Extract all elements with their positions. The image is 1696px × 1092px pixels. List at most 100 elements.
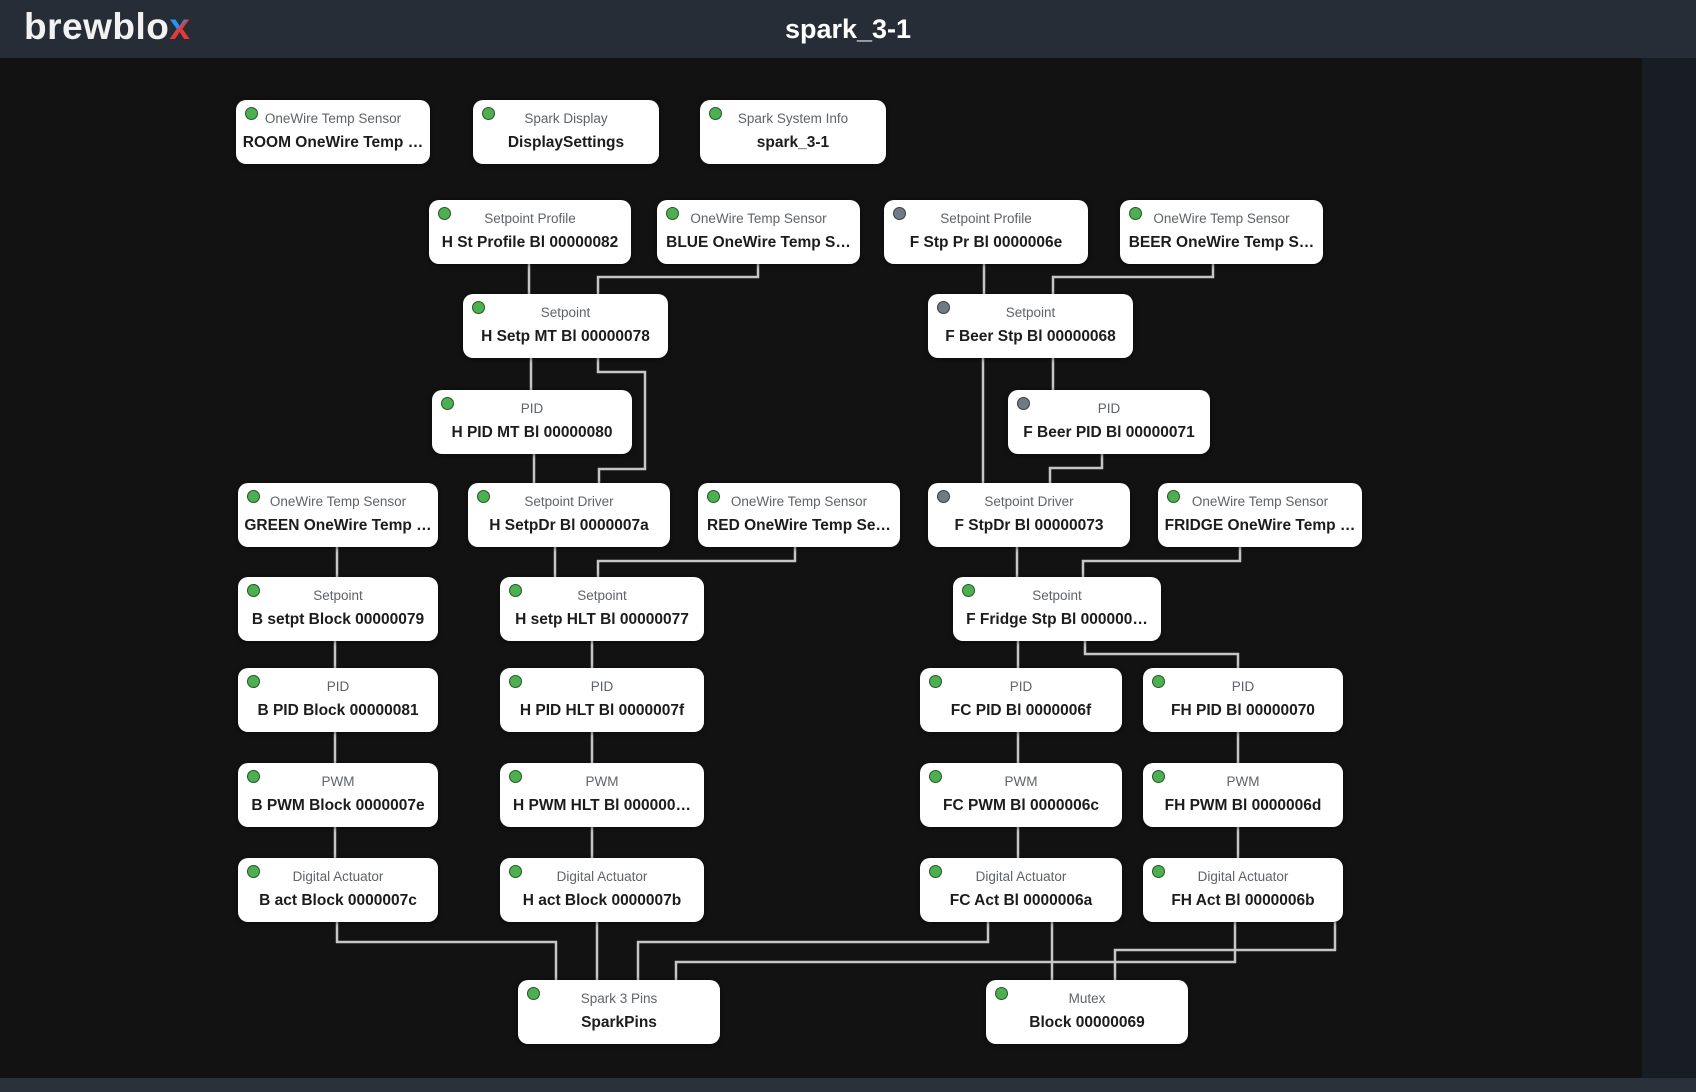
block-name-label: H setp HLT Bl 00000077 (515, 612, 689, 628)
block-node-bsetpt[interactable]: Setpoint B setpt Block 00000079 (238, 577, 438, 641)
status-active-dot-icon (709, 107, 722, 120)
block-name-label: F Stp Pr Bl 0000006e (909, 235, 1063, 251)
relation-edge-red-to-hsetphlt (596, 547, 797, 577)
block-node-fbeerstp[interactable]: Setpoint F Beer Stp Bl 00000068 (928, 294, 1133, 358)
block-type-label: PID (1097, 402, 1121, 416)
block-name-label: ROOM OneWire Temp … (242, 135, 424, 151)
block-node-fbeerpid[interactable]: PID F Beer PID Bl 00000071 (1008, 390, 1210, 454)
block-name-label: B PID Block 00000081 (257, 703, 419, 719)
block-type-label: PID (1009, 680, 1033, 694)
block-node-hpwmhlt[interactable]: PWM H PWM HLT Bl 000000… (500, 763, 704, 827)
block-name-label: FC PID Bl 0000006f (950, 703, 1092, 719)
brewblox-logo-x-icon: x (169, 6, 191, 47)
status-active-dot-icon (527, 987, 540, 1000)
block-name-label: F StpDr Bl 00000073 (954, 518, 1104, 534)
block-type-label: Spark 3 Pins (580, 992, 658, 1006)
block-node-fhpid[interactable]: PID FH PID Bl 00000070 (1143, 668, 1343, 732)
relation-edge-fhact-to-sparkpins (674, 922, 1237, 980)
block-node-sysinfo[interactable]: Spark System Info spark_3-1 (700, 100, 886, 164)
status-active-dot-icon (929, 675, 942, 688)
status-active-dot-icon (929, 865, 942, 878)
block-type-label: PID (520, 402, 544, 416)
block-node-bact[interactable]: Digital Actuator B act Block 0000007c (238, 858, 438, 922)
block-name-label: spark_3-1 (756, 135, 830, 151)
block-name-label: B act Block 0000007c (259, 893, 417, 909)
brewblox-logo[interactable]: brewblox (24, 6, 190, 48)
block-name-label: H PID HLT Bl 0000007f (519, 703, 685, 719)
status-active-dot-icon (441, 397, 454, 410)
block-name-label: H Setp MT Bl 00000078 (481, 329, 650, 345)
block-type-label: Setpoint Profile (940, 212, 1032, 226)
block-type-label: PID (590, 680, 614, 694)
brewblox-logo-text: brewblo (24, 6, 170, 47)
block-name-label: F Beer Stp Bl 00000068 (945, 329, 1116, 345)
status-active-dot-icon (707, 490, 720, 503)
block-node-fcpid[interactable]: PID FC PID Bl 0000006f (920, 668, 1122, 732)
block-type-label: Setpoint (577, 589, 627, 603)
status-active-dot-icon (1152, 770, 1165, 783)
relation-edge-beer-to-fbeerstp (1051, 264, 1215, 294)
status-active-dot-icon (247, 770, 260, 783)
block-name-label: FC PWM Bl 0000006c (943, 798, 1099, 814)
block-name-label: H act Block 0000007b (522, 893, 682, 909)
block-type-label: PID (1231, 680, 1255, 694)
block-name-label: GREEN OneWire Temp … (244, 518, 432, 534)
block-name-label: H PWM HLT Bl 000000… (512, 798, 691, 814)
block-node-hsetphlt[interactable]: Setpoint H setp HLT Bl 00000077 (500, 577, 704, 641)
status-active-dot-icon (247, 490, 260, 503)
block-name-label: H St Profile Bl 00000082 (441, 235, 619, 251)
block-name-label: FH Act Bl 0000006b (1171, 893, 1315, 909)
block-type-label: PWM (1004, 775, 1038, 789)
block-name-label: B PWM Block 0000007e (251, 798, 425, 814)
block-type-label: Setpoint (313, 589, 363, 603)
block-type-label: Setpoint (1005, 306, 1056, 320)
block-node-fcpwm[interactable]: PWM FC PWM Bl 0000006c (920, 763, 1122, 827)
status-active-dot-icon (247, 865, 260, 878)
block-name-label: F Beer PID Bl 00000071 (1023, 425, 1195, 441)
block-node-hstprofile[interactable]: Setpoint Profile H St Profile Bl 00000082 (429, 200, 631, 264)
status-inactive-dot-icon (893, 207, 906, 220)
block-name-label: B setpt Block 00000079 (251, 612, 425, 628)
block-name-label: FRIDGE OneWire Temp … (1164, 518, 1356, 534)
block-type-label: OneWire Temp Sensor (1191, 495, 1329, 509)
block-name-label: DisplaySettings (507, 135, 625, 151)
status-inactive-dot-icon (937, 301, 950, 314)
block-node-hpidhlt[interactable]: PID H PID HLT Bl 0000007f (500, 668, 704, 732)
canvas-right-gutter (1642, 58, 1696, 1078)
block-type-label: PWM (585, 775, 619, 789)
relation-edge-fcact-to-sparkpins (636, 922, 990, 980)
block-type-label: Spark System Info (737, 112, 849, 126)
block-node-fstppr[interactable]: Setpoint Profile F Stp Pr Bl 0000006e (884, 200, 1088, 264)
relation-edge-bact-to-sparkpins (335, 922, 558, 980)
status-active-dot-icon (509, 770, 522, 783)
block-type-label: Setpoint (1032, 589, 1082, 603)
block-name-label: FH PID Bl 00000070 (1171, 703, 1315, 719)
block-type-label: OneWire Temp Sensor (269, 495, 407, 509)
block-name-label: RED OneWire Temp Se… (707, 518, 891, 534)
block-type-label: Setpoint Profile (484, 212, 576, 226)
relation-edge-fhact-to-mutex (1113, 922, 1337, 980)
block-type-label: PWM (1226, 775, 1260, 789)
block-type-label: Digital Actuator (292, 870, 384, 884)
